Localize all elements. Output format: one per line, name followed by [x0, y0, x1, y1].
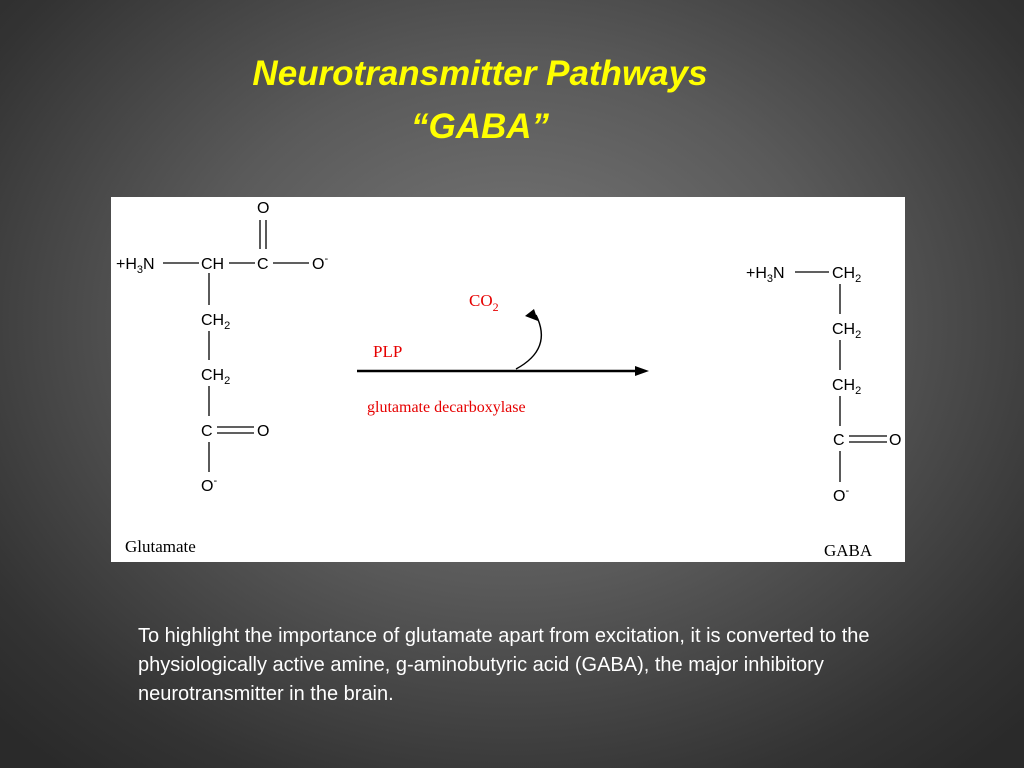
- glutamate-side-oxygen: O: [257, 423, 269, 440]
- gaba-label: GABA: [824, 541, 873, 560]
- cofactor-plp: PLP: [373, 342, 402, 361]
- gaba-carbonyl-oxygen: O: [889, 432, 901, 449]
- glutamate-carboxyl-carbon: C: [257, 256, 269, 273]
- glutamate-gamma-ch2: CH2: [201, 367, 230, 387]
- gaba-carboxylate-oxygen: O-: [833, 485, 849, 505]
- gaba-structure: +H3N CH2 CH2 CH2 C O O- GABA: [746, 265, 901, 560]
- co2-arrowhead-icon: [525, 309, 538, 321]
- glutamate-structure: +H3N CH C O O- CH2 CH2 C O O- Glutamate: [116, 200, 328, 556]
- glutamate-alpha-carbon: CH: [201, 256, 224, 273]
- gaba-ch2-3: CH2: [832, 377, 861, 397]
- reaction-arrowhead-icon: [635, 366, 649, 376]
- gaba-ch2-1: CH2: [832, 265, 861, 285]
- gaba-amine: +H3N: [746, 265, 785, 285]
- glutamate-side-carbon: C: [201, 423, 213, 440]
- glutamate-top-oxygen: O: [257, 200, 269, 217]
- slide-title: Neurotransmitter Pathways: [252, 54, 708, 93]
- reaction-diagram: +H3N CH C O O- CH2 CH2 C O O- Glutamate: [111, 197, 905, 562]
- gaba-carboxyl-carbon: C: [833, 432, 845, 449]
- glutamate-beta-ch2: CH2: [201, 312, 230, 332]
- slide-caption: To highlight the importance of glutamate…: [138, 625, 870, 705]
- co2-release-curve: [515, 314, 543, 370]
- reaction-arrow-group: CO2 PLP glutamate decarboxylase: [357, 291, 649, 416]
- glutamate-label: Glutamate: [125, 537, 196, 556]
- glutamate-side-carboxylate: O-: [201, 475, 217, 495]
- glutamate-amine: +H3N: [116, 256, 155, 276]
- glutamate-carboxylate-oxygen: O-: [312, 253, 328, 273]
- gaba-ch2-2: CH2: [832, 321, 861, 341]
- slide-subtitle: “GABA”: [410, 107, 550, 146]
- byproduct-co2: CO2: [469, 291, 499, 314]
- enzyme-label: glutamate decarboxylase: [367, 399, 526, 416]
